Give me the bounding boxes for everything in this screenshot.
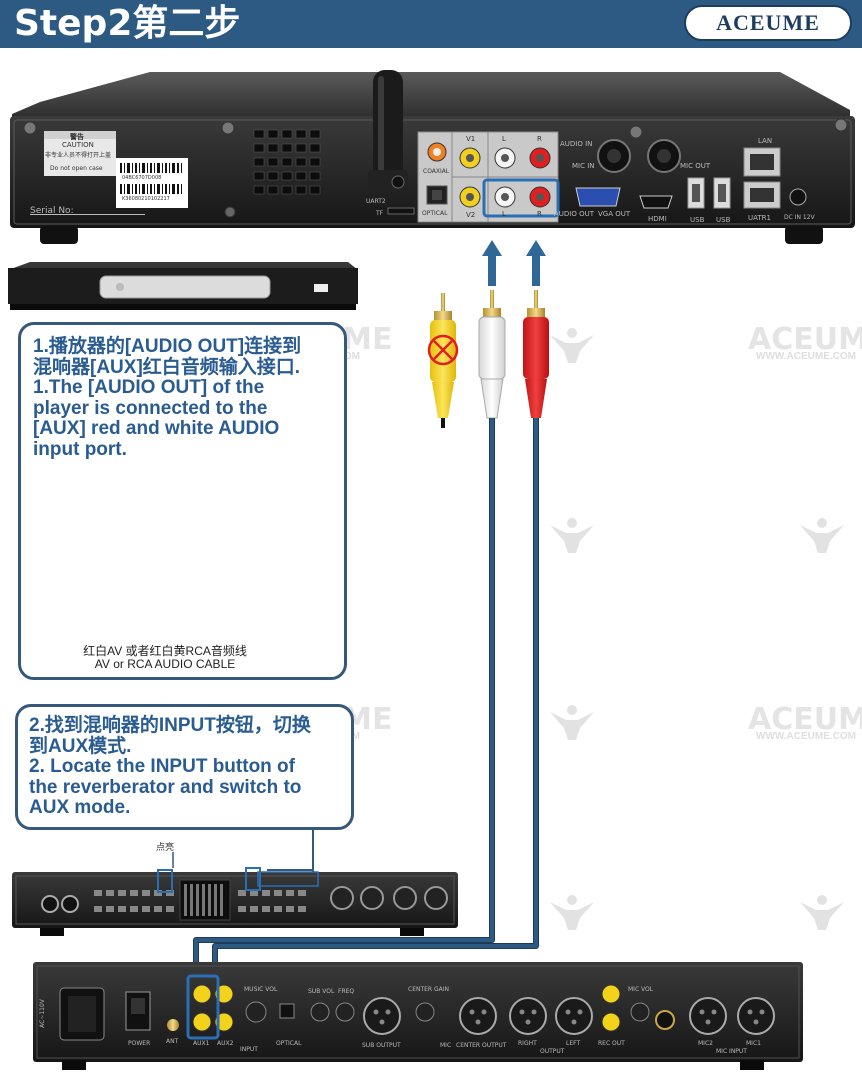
freq-label: FREQ (338, 988, 355, 995)
l-label: L (502, 135, 506, 143)
led-label: 点亮 (156, 842, 175, 852)
optical-label: OPTICAL (276, 1040, 302, 1047)
mic-vol-label: MIC VOL (628, 986, 654, 993)
input-label: INPUT (240, 1046, 258, 1053)
step1-callout (18, 322, 347, 680)
output-label: OUTPUT (540, 1048, 565, 1055)
mic-input-label: MIC INPUT (716, 1048, 747, 1055)
step2-en-line: 2. Locate the INPUT button of (29, 756, 295, 777)
r-label: R (537, 210, 542, 218)
sub-output-label: SUB OUTPUT (362, 1042, 401, 1049)
right-label: RIGHT (518, 1040, 537, 1047)
step1-en-line: player is connected to the (33, 397, 268, 419)
tf-label: TF (376, 210, 384, 217)
audio-out-label: AUDIO OUT (554, 210, 595, 218)
mic-label: MIC (440, 1042, 452, 1049)
step2-zh-line: 2.找到混响器的INPUT按钮，切换 (29, 715, 311, 736)
step1-en-line: input port. (33, 438, 127, 460)
mic-out-label: MIC OUT (680, 162, 711, 170)
v2-label: V2 (466, 211, 476, 219)
do-not-open-label: Do not open case (50, 165, 103, 172)
uatr1-label: UATR1 (748, 214, 771, 222)
barcode-number: 04BC6707D008 (122, 175, 162, 181)
center-output-label: CENTER OUTPUT (456, 1042, 507, 1049)
warning-label: 警告 (70, 133, 84, 141)
vga-out-label: VGA OUT (598, 210, 631, 218)
aux2-label: AUX2 (217, 1040, 234, 1047)
ant-label: ANT (166, 1038, 179, 1045)
media-player-back (10, 70, 855, 244)
watermark: ACEUME WWW.ACEUME.COM (748, 702, 862, 742)
brand-logo: ACEUME (684, 5, 852, 41)
step2-callout (15, 704, 354, 830)
media-player-front (8, 262, 358, 310)
reverberator-front (12, 867, 458, 936)
rca-plug-white (478, 290, 506, 419)
mic-in-label: MIC IN (572, 162, 595, 170)
sub-vol-label: SUB VOL (308, 988, 335, 995)
usb-label: USB (716, 216, 731, 224)
step1-en-line: 1.The [AUDIO OUT] of the (33, 377, 265, 398)
serial-label: Serial No: (30, 206, 74, 216)
brand-logo-text: ACEUME (716, 10, 820, 35)
step1-zh-line: 混响器[AUX]红白音频输入接口. (33, 356, 301, 378)
step1-instructions: 1.播放器的[AUDIO OUT]连接到 混响器[AUX]红白音频输入接口. 1… (33, 336, 333, 460)
up-arrow-icon (482, 240, 546, 286)
step2-en-line: AUX mode. (29, 797, 131, 818)
dc-in-label: DC IN 12V (784, 214, 815, 221)
v1-label: V1 (466, 135, 476, 143)
step-title: Step2第二步 (14, 3, 241, 44)
center-gain-label: CENTER GAIN (408, 986, 450, 993)
rca-plug-yellow (427, 293, 459, 428)
watermark: ACEUME WWW.ACEUME.COM (748, 322, 862, 362)
step2-en-line: the reverberator and switch to (29, 776, 302, 798)
mic2-label: MIC2 (698, 1040, 713, 1047)
power-label: POWER (128, 1040, 151, 1047)
step2-instructions: 2.找到混响器的INPUT按钮，切换 到AUX模式. 2. Locate the… (29, 715, 349, 819)
lan-label: LAN (758, 137, 773, 145)
audio-out-highlight (482, 178, 560, 218)
r-label: R (537, 135, 542, 143)
music-vol-label: MUSIC VOL (244, 986, 278, 993)
cable-label-zh: 红白AV 或者红白黄RCA音频线 (83, 644, 247, 658)
coaxial-label: COAXIAL (423, 168, 450, 175)
step1-en-line: [AUX] red and white AUDIO (33, 418, 280, 439)
input-button-highlight (245, 867, 261, 891)
optical-label: OPTICAL (422, 210, 448, 217)
l-label: L (502, 210, 506, 218)
usb-label: USB (690, 216, 705, 224)
rca-plug-red (523, 290, 549, 418)
uart2-label: UART2 (366, 198, 386, 205)
barcode-number: K36080210102217 (122, 196, 170, 202)
led-highlight (157, 869, 173, 893)
step1-zh-line: 1.播放器的[AUDIO OUT]连接到 (33, 336, 302, 357)
step2-zh-line: 到AUX模式. (29, 735, 132, 757)
rec-out-label: REC OUT (598, 1040, 625, 1047)
ac-label: AC~110V (38, 999, 46, 1028)
reverberator-back (33, 962, 803, 1070)
cable-label: 红白AV 或者红白黄RCA音频线 AV or RCA AUDIO CABLE (15, 645, 315, 671)
aux1-highlight (186, 974, 220, 1040)
warning-sub-label: 非专业人员不得打开上盖 (45, 152, 112, 159)
aux1-label: AUX1 (193, 1040, 210, 1047)
hdmi-label: HDMI (648, 215, 667, 223)
left-label: LEFT (566, 1040, 581, 1047)
audio-in-label: AUDIO IN (560, 140, 593, 148)
mic1-label: MIC1 (746, 1040, 761, 1047)
cable-label-en: AV or RCA AUDIO CABLE (94, 657, 236, 671)
caution-label: CAUTION (62, 141, 94, 149)
